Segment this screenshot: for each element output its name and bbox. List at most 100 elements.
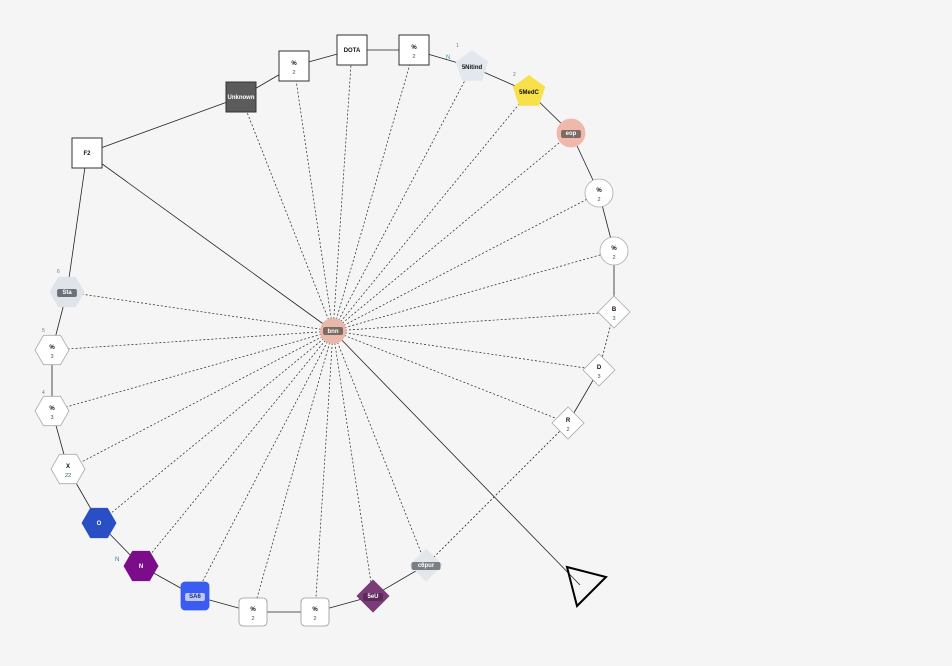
edge-center-n1 (293, 65, 334, 332)
center-node[interactable]: bnn (320, 318, 346, 344)
edge-center-n24 (240, 96, 334, 332)
node-n18[interactable]: O (81, 507, 117, 539)
node-n5-shape (512, 75, 546, 106)
node-n10[interactable]: D3 (582, 353, 616, 387)
edge-center-n14 (252, 330, 334, 613)
node-n9-label: B (612, 307, 617, 313)
node-n13-label: 5eU (367, 594, 378, 600)
node-n20-shape (34, 395, 70, 427)
node-n9-shape (597, 295, 631, 329)
node-n1-label: % (291, 61, 297, 67)
edge-center-n18 (98, 330, 334, 524)
node-n2-label: DOTA (344, 48, 361, 54)
edge-center-n21 (51, 330, 334, 351)
node-n23[interactable]: F2 (71, 137, 103, 169)
triangle-marker (565, 565, 608, 608)
node-n20[interactable]: % 3 4 (34, 390, 70, 427)
node-n17-label: N (139, 564, 143, 570)
edge-center-n13 (332, 330, 374, 597)
node-n11[interactable]: R2 (551, 406, 585, 440)
edge-n23-n24 (86, 96, 242, 154)
node-n21[interactable]: % 3 5 (34, 328, 70, 366)
node-n14[interactable]: %2 (238, 597, 268, 627)
node-n18-shape (81, 507, 117, 539)
edge-center-n9 (332, 311, 615, 332)
edge-center-n8 (332, 250, 615, 332)
node-n3-shape (398, 34, 430, 66)
annotation-n-1: N (115, 557, 119, 563)
edge-center-n6 (332, 132, 572, 332)
node-n21-shape (34, 334, 70, 366)
node-n7-shape (584, 178, 614, 208)
node-n8-sublabel: 2 (612, 255, 615, 261)
node-n17[interactable]: N (123, 550, 159, 582)
node-n10-shape (582, 353, 616, 387)
node-n21-label: % (49, 345, 55, 351)
edge-center-n17 (140, 330, 334, 567)
node-n19[interactable]: X22 (50, 453, 86, 485)
edge-center-n22 (66, 291, 334, 332)
edge-center-n16 (194, 330, 334, 597)
node-n21-tag: 5 (42, 328, 45, 334)
edge-center-n2 (332, 49, 353, 332)
node-n17-shape (123, 550, 159, 582)
node-n14-shape (238, 597, 268, 627)
node-n16-label: SA6 (189, 594, 201, 600)
node-n22-label-bg (57, 289, 77, 297)
node-n10-sublabel: 3 (597, 374, 600, 380)
node-n11-shape (551, 406, 585, 440)
node-n12[interactable]: c6pur (409, 548, 443, 582)
node-n15[interactable]: %2 (300, 597, 330, 627)
node-n9[interactable]: B3 (597, 295, 631, 329)
node-n12-label: c6pur (418, 563, 435, 569)
node-n3-label: % (411, 45, 417, 51)
edge-center-n10 (332, 330, 600, 371)
node-n8-shape (599, 236, 629, 266)
edge-center-triangle (332, 330, 581, 586)
node-n22-tag: 6 (57, 269, 60, 275)
node-n24-label: Unknown (228, 95, 255, 101)
node-n11-sublabel: 2 (566, 427, 569, 433)
center-node-label-bg (323, 327, 343, 335)
node-n6[interactable]: eop (556, 118, 586, 148)
node-n20-sublabel: 3 (50, 415, 53, 421)
node-n2[interactable]: DOTA (336, 34, 368, 66)
node-n16[interactable]: SA6 (180, 581, 210, 611)
node-n7-sublabel: 2 (597, 197, 600, 203)
edge-n22-n23 (66, 152, 88, 293)
center-node-label: bnn (328, 329, 339, 335)
node-n1-shape (278, 50, 310, 82)
node-n7-label: % (596, 188, 602, 194)
node-n20-tag: 4 (42, 390, 45, 396)
node-n20-label: % (49, 406, 55, 412)
node-n7[interactable]: %2 (584, 178, 614, 208)
node-n8[interactable]: %2 (599, 236, 629, 266)
node-n4-tag: 1 (456, 43, 459, 49)
node-n21-sublabel: 3 (50, 354, 53, 360)
edge-center-n15 (314, 330, 334, 613)
node-n14-sublabel: 2 (251, 616, 254, 622)
node-n4[interactable]: 5Nitind 1 (455, 43, 489, 81)
edge-center-n20 (51, 330, 334, 412)
node-n24[interactable]: Unknown (225, 81, 257, 113)
node-n19-label: X (66, 464, 70, 470)
node-n23-label: F2 (83, 151, 91, 157)
node-n2-shape (336, 34, 368, 66)
node-n16-label-bg (185, 593, 205, 601)
edge-center-n5 (332, 91, 530, 332)
node-n24-shape (225, 81, 257, 113)
node-n13[interactable]: 5eU (356, 579, 390, 613)
edge-center-n23 (86, 152, 334, 332)
node-n10-label: D (597, 365, 602, 371)
edge-n11-n12 (425, 422, 569, 566)
node-n11-label: R (566, 418, 571, 424)
node-n3[interactable]: %2 (398, 34, 430, 66)
node-n4-label: 5Nitind (462, 65, 483, 71)
node-n1[interactable]: %2 (278, 50, 310, 82)
nodes-layer: %2DOTA%25Nitind15MedC2eop%2%2B3D3R2c6pur… (34, 34, 631, 627)
node-n8-label: % (611, 246, 617, 252)
node-n23-shape (71, 137, 103, 169)
